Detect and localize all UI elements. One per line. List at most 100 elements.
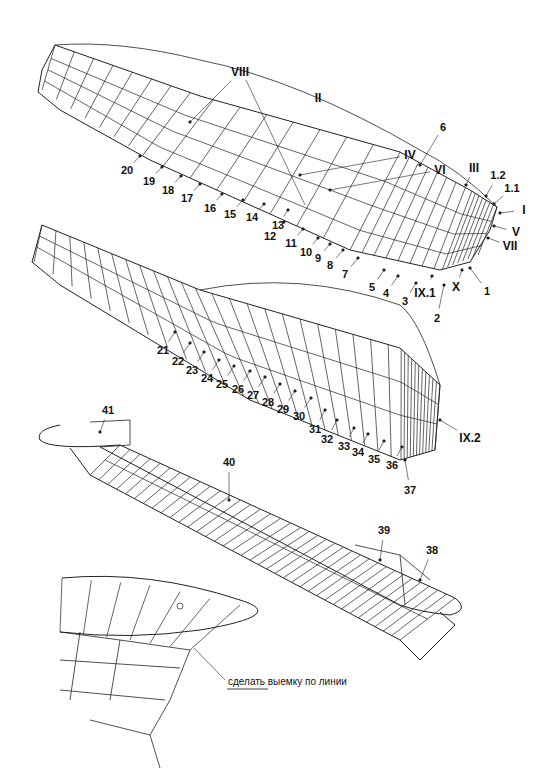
frame-stroke bbox=[353, 198, 373, 205]
frame-stroke bbox=[188, 496, 230, 527]
leader-dot bbox=[499, 212, 502, 215]
frame-stroke bbox=[369, 233, 378, 235]
frame-stroke bbox=[83, 580, 91, 634]
frame-stroke bbox=[105, 460, 114, 464]
frame-stroke bbox=[423, 420, 426, 422]
frame-stroke bbox=[336, 574, 344, 578]
frame-stroke bbox=[430, 399, 433, 401]
leader-dot bbox=[353, 427, 356, 430]
callout-number: 33 bbox=[337, 440, 351, 453]
frame-stroke bbox=[367, 582, 421, 622]
frame-stroke bbox=[190, 502, 199, 506]
callout-number: III bbox=[468, 161, 480, 175]
callout-number: 7 bbox=[341, 268, 349, 281]
frame-stroke bbox=[118, 87, 131, 93]
frame-stroke bbox=[217, 115, 267, 190]
frame-stroke bbox=[330, 172, 430, 190]
frame-stroke bbox=[375, 586, 429, 626]
leader-dot bbox=[419, 164, 422, 167]
frame-stroke bbox=[421, 223, 429, 226]
leader-dot bbox=[469, 267, 472, 270]
frame-stroke bbox=[463, 233, 466, 234]
leader-dot bbox=[279, 383, 282, 386]
frame-stroke bbox=[464, 214, 467, 216]
leader-dot bbox=[342, 249, 345, 252]
frame-stroke bbox=[60, 578, 62, 632]
frame-stroke bbox=[424, 396, 427, 398]
frame-stroke bbox=[207, 510, 216, 514]
leader-dot bbox=[203, 351, 206, 354]
frame-stroke bbox=[377, 270, 384, 279]
frame-stroke bbox=[297, 137, 347, 226]
frame-stroke bbox=[405, 217, 413, 220]
frame-stroke bbox=[381, 209, 389, 212]
frame-stroke bbox=[410, 387, 413, 389]
frame-stroke bbox=[367, 589, 375, 593]
frame-stroke bbox=[105, 269, 118, 276]
callout-number: 16 bbox=[203, 202, 217, 215]
frame-stroke bbox=[280, 197, 300, 205]
frame-stroke bbox=[450, 252, 454, 254]
frame-stroke bbox=[110, 288, 124, 296]
frame-stroke bbox=[173, 131, 193, 138]
leader-dot bbox=[249, 370, 252, 373]
frame-stroke bbox=[245, 135, 265, 142]
frame-stroke bbox=[434, 187, 465, 268]
frame-stroke bbox=[391, 379, 401, 383]
frame-stroke bbox=[122, 468, 131, 472]
frame-stroke bbox=[250, 531, 259, 535]
frame-stroke bbox=[233, 523, 242, 527]
callout-number: 36 bbox=[385, 459, 399, 472]
frame-stroke bbox=[52, 255, 66, 263]
frame-stroke bbox=[412, 418, 415, 420]
callout-number: VII bbox=[502, 239, 519, 253]
leader-dot bbox=[228, 499, 231, 502]
frame-stroke bbox=[415, 418, 418, 420]
frame-stroke bbox=[434, 423, 437, 425]
frame-stroke bbox=[448, 193, 476, 267]
frame-stroke bbox=[258, 532, 308, 565]
frame-stroke bbox=[213, 146, 233, 153]
frame-stroke bbox=[193, 139, 213, 146]
frame-stroke bbox=[401, 382, 404, 384]
frame-stroke bbox=[426, 375, 430, 452]
callout-number: 23 bbox=[185, 364, 199, 377]
frame-stroke bbox=[397, 604, 405, 608]
frame-stroke bbox=[443, 191, 472, 269]
leader-dot bbox=[189, 342, 192, 345]
frame-stroke bbox=[40, 236, 53, 243]
frame-stroke bbox=[340, 222, 360, 230]
frame-stroke bbox=[349, 365, 363, 369]
frame-stroke bbox=[446, 253, 450, 255]
leader-dot bbox=[161, 166, 164, 169]
callout-number: 3 bbox=[401, 295, 409, 308]
frame-stroke bbox=[98, 94, 110, 100]
frame-stroke bbox=[408, 191, 416, 194]
frame-stroke bbox=[143, 93, 191, 156]
frame-stroke bbox=[233, 154, 253, 161]
callout-number: 32 bbox=[320, 433, 334, 446]
frame-stroke bbox=[53, 243, 66, 250]
frame-stroke bbox=[160, 147, 180, 155]
frame-stroke bbox=[90, 445, 120, 475]
leader-dot bbox=[324, 409, 327, 412]
frame-stroke bbox=[323, 145, 373, 238]
callout-number: 31 bbox=[308, 423, 322, 436]
frame-stroke bbox=[392, 594, 447, 635]
frame-stroke bbox=[85, 65, 113, 118]
frame-stroke bbox=[454, 233, 457, 234]
frame-stroke bbox=[386, 167, 428, 258]
frame-stroke bbox=[241, 527, 250, 531]
frame-stroke bbox=[404, 352, 406, 458]
frame-stroke bbox=[239, 359, 252, 363]
frame-stroke bbox=[152, 477, 190, 508]
frame-stroke bbox=[198, 352, 204, 362]
frame-stroke bbox=[420, 247, 429, 249]
frame-stroke bbox=[160, 125, 172, 131]
frame-stroke bbox=[216, 515, 225, 519]
frame-stroke bbox=[114, 464, 123, 468]
frame-stroke bbox=[328, 390, 341, 394]
frame-stroke bbox=[328, 570, 336, 574]
frame-stroke bbox=[321, 357, 335, 361]
